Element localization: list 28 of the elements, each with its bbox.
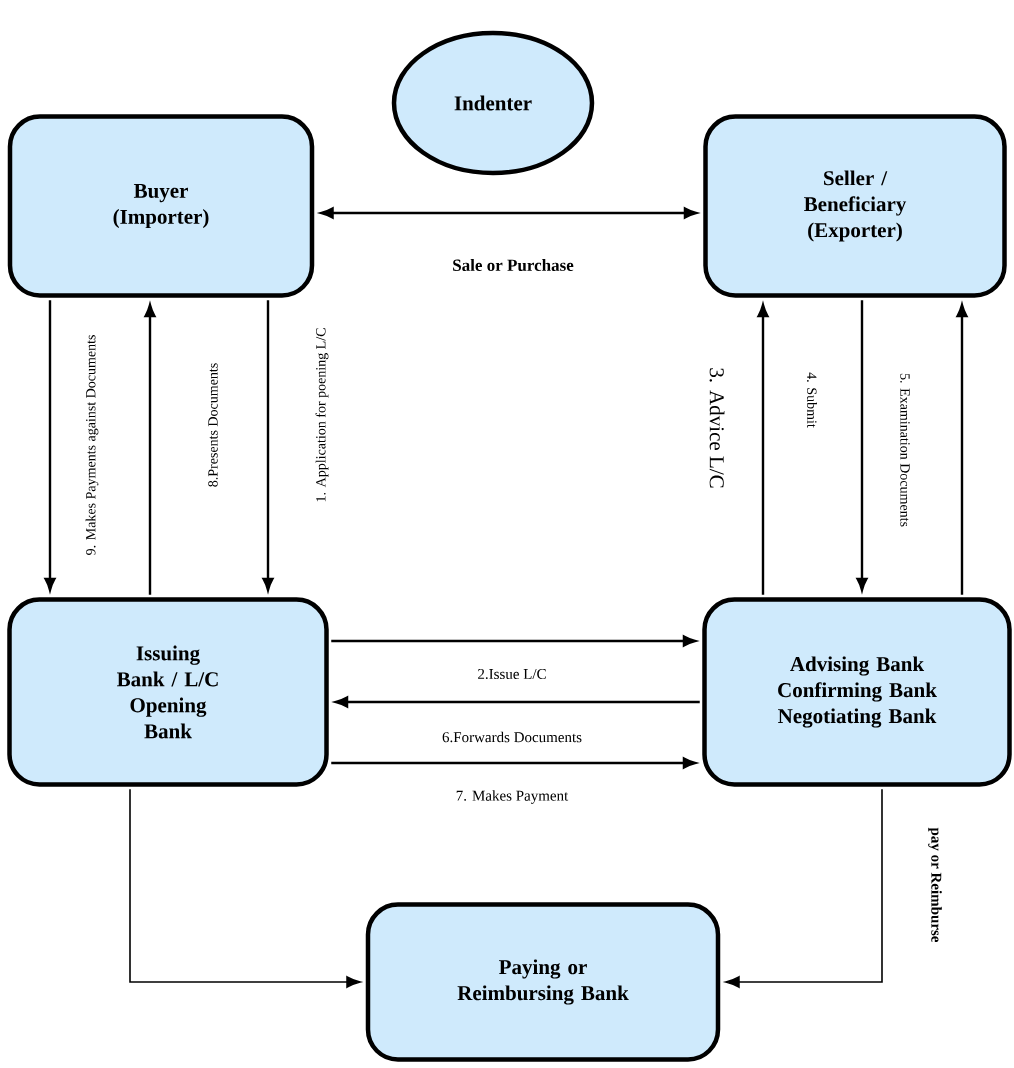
edge-label: 4. Submit (806, 371, 818, 429)
arrow (331, 757, 697, 769)
process-box: Issuing Bank / L/C Opening Bank (7, 597, 329, 787)
edge-label: 2.Issue L/C (476, 667, 548, 681)
edge-label: 6.Forwards Documents (441, 730, 583, 744)
process-box: Buyer (Importer) (7, 114, 315, 298)
arrow (725, 788, 883, 988)
edge-label: 9. Makes Payments against Documents (84, 333, 100, 557)
arrow (144, 303, 156, 595)
arrow (331, 635, 697, 647)
arrow (856, 300, 868, 592)
arrow (956, 303, 968, 595)
process-box: Seller / Beneficiary (Exporter) (703, 114, 1007, 298)
arrow (262, 300, 274, 592)
arrow (320, 207, 698, 219)
arrow (129, 788, 361, 988)
process-box: Paying or Reimbursing Bank (365, 902, 721, 1062)
edge-label: 8.Presents Documents (207, 361, 219, 489)
arrow (44, 300, 56, 592)
edge-label: 3. Advice L/C (708, 366, 726, 490)
edge-label: 5. Examination Documents (899, 372, 911, 528)
edge-label: pay or Reimburse (927, 826, 943, 944)
edge-label: 1. Application for poening L/C (314, 326, 330, 504)
arrow (757, 303, 769, 595)
edge-label: 7. Makes Payment (454, 789, 570, 805)
edge-label: Sale or Purchase (451, 258, 575, 272)
process-box: Advising Bank Confirming Bank Negotiating Bank (702, 597, 1012, 787)
arrow (334, 696, 700, 708)
